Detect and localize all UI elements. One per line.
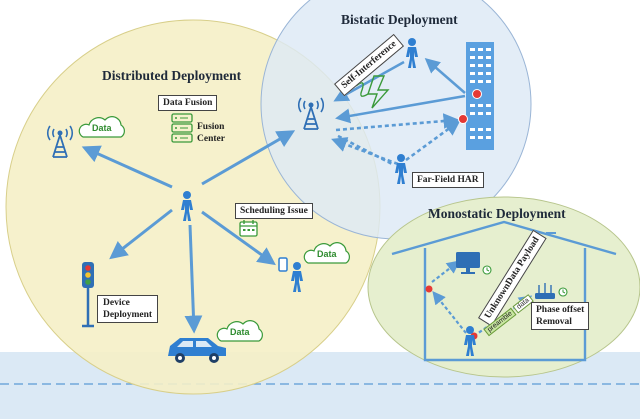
clock-icon (558, 287, 568, 297)
data-fusion-label: Data Fusion (158, 95, 218, 111)
device-deployment-label: Device Deployment (97, 295, 159, 323)
phone-icon (278, 257, 288, 272)
cloud-data-label: Data (317, 249, 337, 259)
clock-icon (482, 265, 492, 275)
calendar-icon (239, 220, 258, 237)
cloud-data-label: Data (92, 123, 112, 133)
bistatic-title: Bistatic Deployment (341, 12, 458, 27)
device-deployment-line2: Deployment (103, 310, 153, 320)
tag-dot (425, 285, 433, 293)
phase-offset-label: Phase offset Removal (531, 302, 590, 330)
interference-wave-icon (355, 82, 369, 97)
distributed-title: Distributed Deployment (102, 68, 242, 83)
far-field-har-label: Far-Field HAR (412, 172, 484, 188)
lightning-icon (367, 75, 390, 109)
distributed-arrows (81, 130, 296, 334)
server-icon (171, 113, 193, 143)
transmitter-dot (472, 89, 482, 99)
phase-offset-line2: Removal (536, 317, 572, 327)
receiver-dot (458, 114, 468, 124)
traffic-light-icon (82, 262, 94, 328)
scheduling-issue-label: Scheduling Issue (235, 203, 313, 219)
phase-offset-line1: Phase offset (536, 305, 585, 315)
fusion-center-label-line2: Center (197, 134, 225, 144)
device-deployment-line1: Device (103, 298, 130, 308)
car-icon (168, 338, 226, 363)
monostatic-title: Monostatic Deployment (428, 206, 566, 221)
cloud-data-label: Data (230, 327, 250, 337)
monitor-icon (456, 252, 480, 274)
router-icon (535, 283, 555, 299)
fusion-center-label-line1: Fusion (197, 122, 225, 132)
bistatic-dashed-arrows (331, 113, 461, 167)
